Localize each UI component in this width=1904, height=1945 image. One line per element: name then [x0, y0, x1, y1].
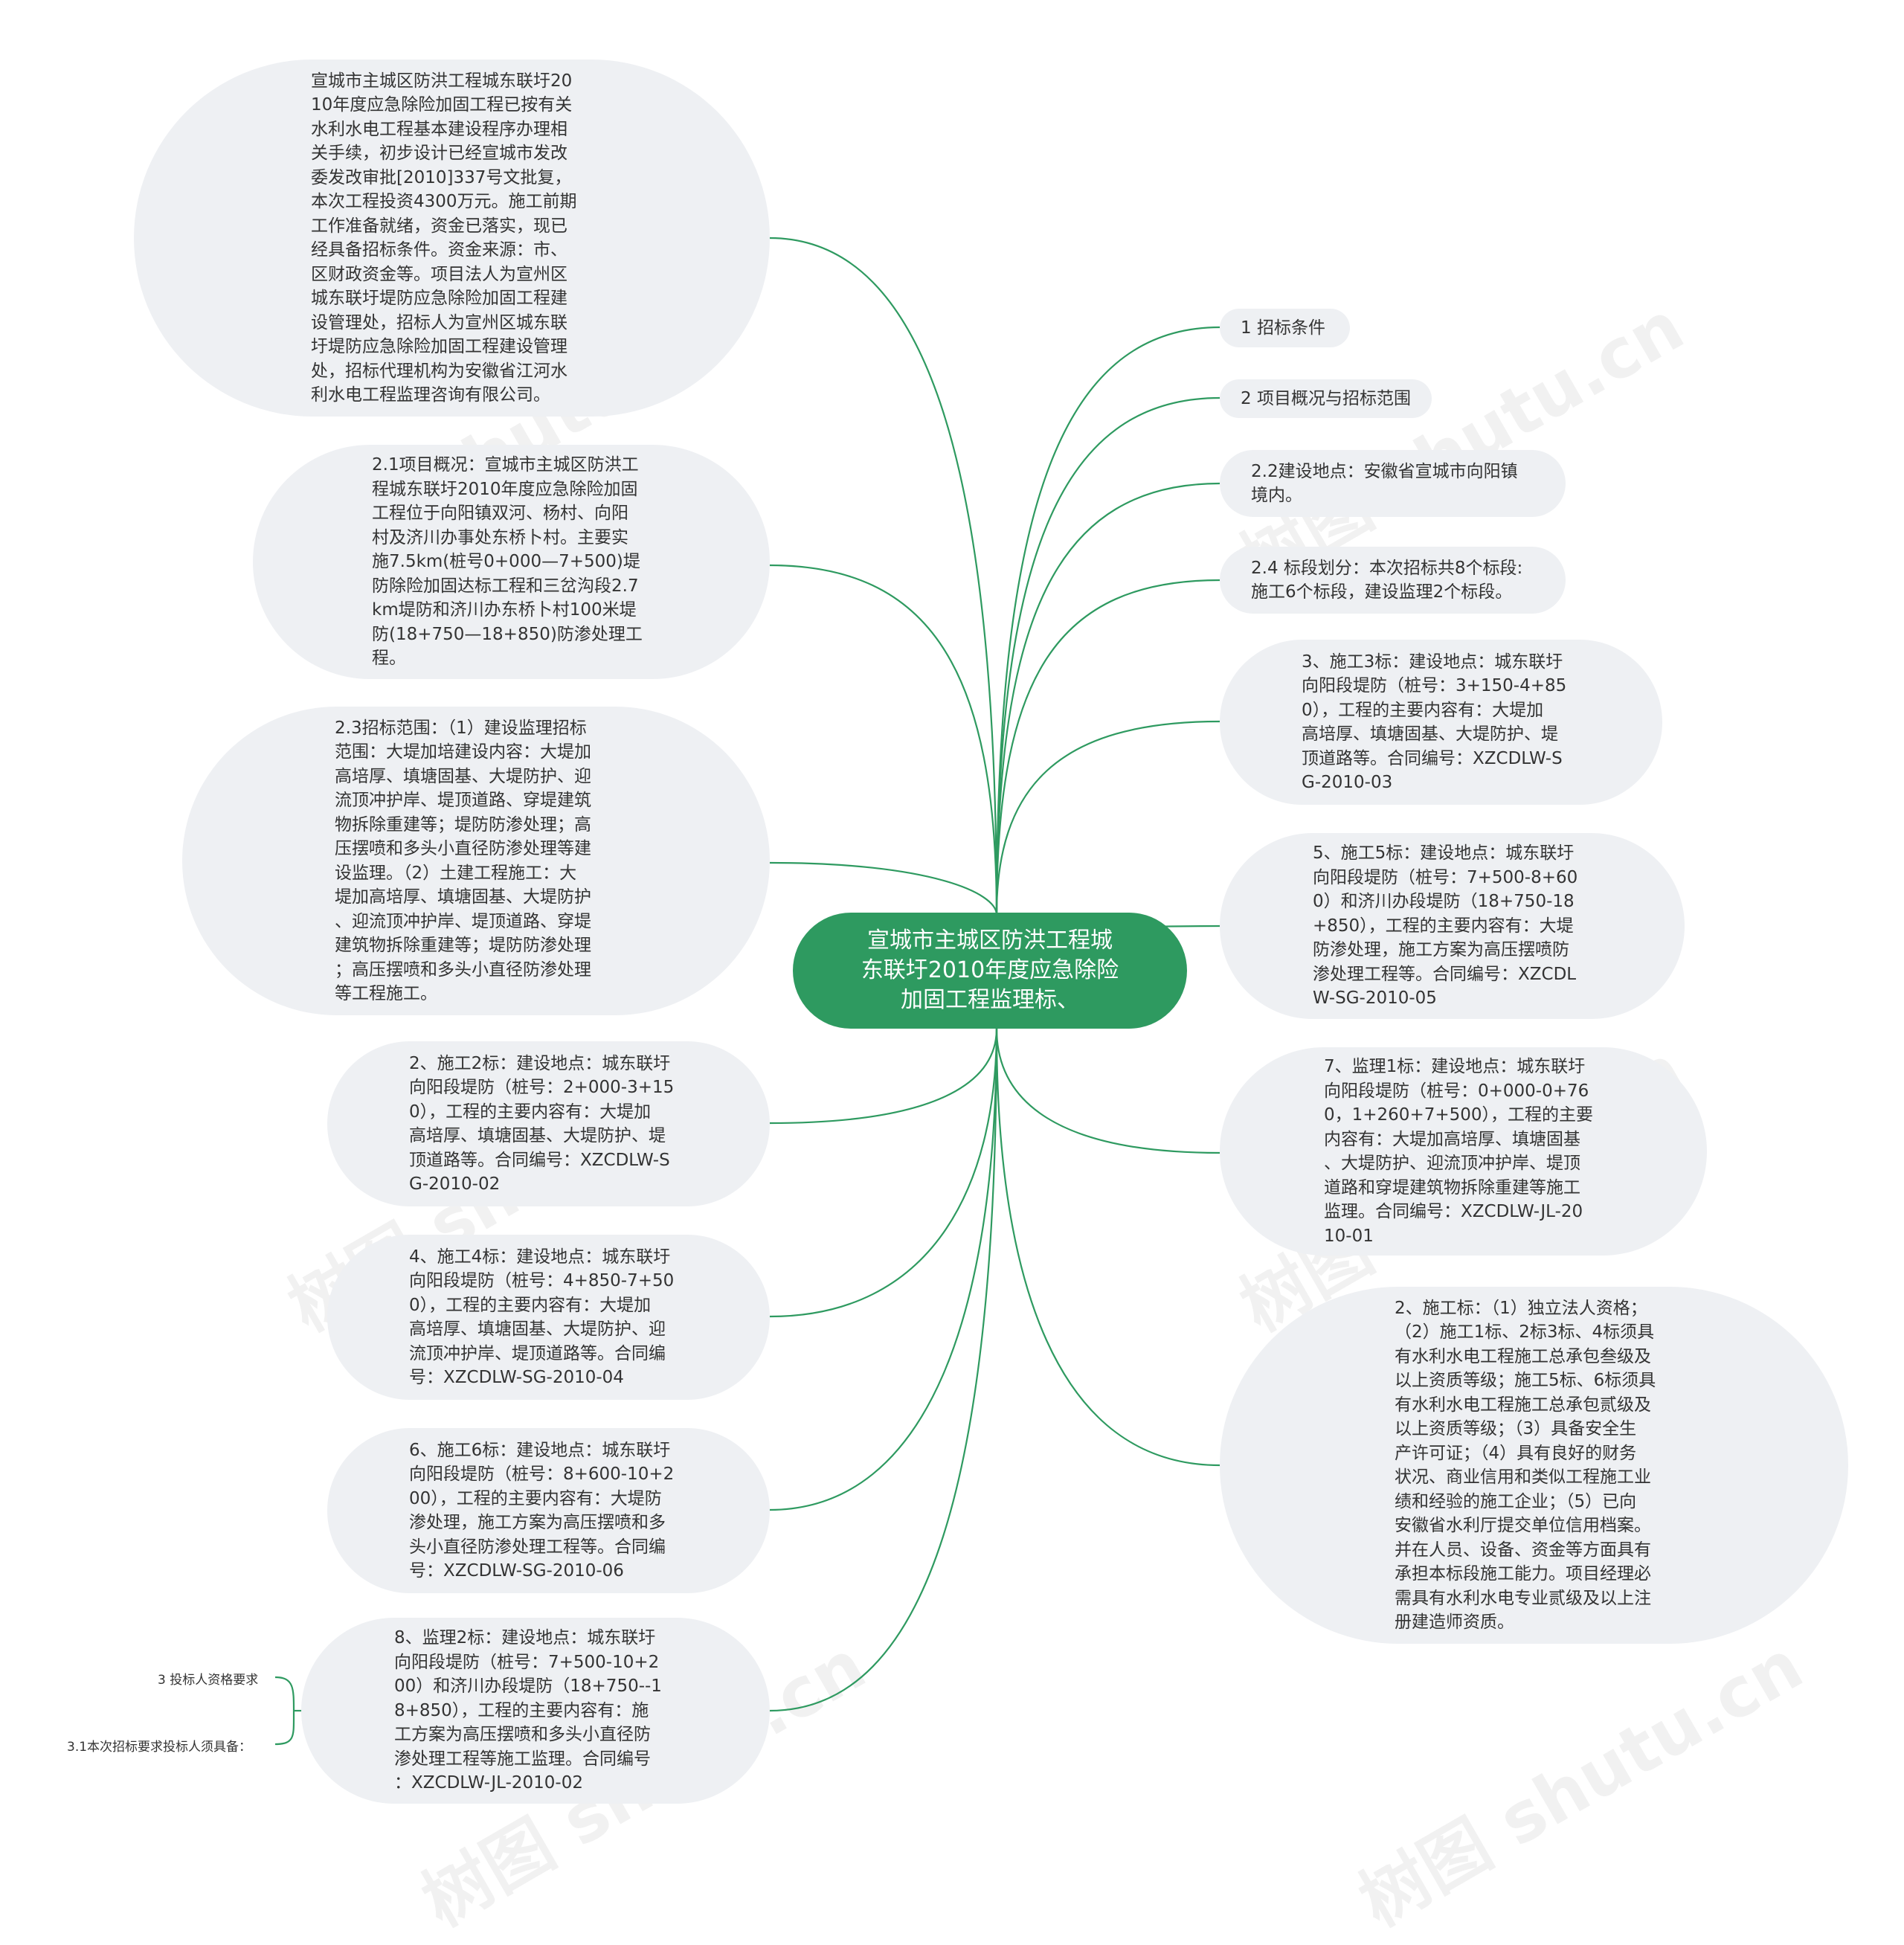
left-node-tender-conditions[interactable]: 宣城市主城区防洪工程城东联圩20 10年度应急除险加固工程已按有关 水利水电工程…: [134, 60, 770, 417]
node-text: 2.4 标段划分：本次招标共8个标段: 施工6个标段，建设监理2个标段。: [1251, 558, 1523, 602]
sub-node-bidder-qualification[interactable]: 3 投标人资格要求: [158, 1673, 259, 1688]
edge-right-5: [995, 720, 1220, 916]
edge-left-5: [769, 1028, 998, 1318]
node-text: 8、监理2标：建设地点：城东联圩 向阳段堤防（桩号：7+500-10+2 00）…: [394, 1628, 662, 1793]
edge-left-1: [769, 237, 998, 916]
mind-map-canvas: 树图 shutu.cn 树图 shutu.cn 树图 shutu.cn 树图 s…: [67, 60, 1848, 1942]
node-text: 6、施工6标：建设地点：城东联圩 向阳段堤防（桩号：8+600-10+2 00）…: [409, 1440, 675, 1581]
sub-node-bidder-requirements[interactable]: 3.1本次招标要求投标人须具备：: [67, 1740, 252, 1755]
root-topic[interactable]: 宣城市主城区防洪工程城 东联圩2010年度应急除险 加固工程监理标、: [793, 913, 1187, 1029]
node-text: 3、施工3标：建设地点：城东联圩 向阳段堤防（桩号：3+150-4+85 0），…: [1302, 652, 1567, 793]
edge-right-8: [995, 1028, 1220, 1467]
left-node-tender-scope[interactable]: 2.3招标范围：（1）建设监理招标 范围：大堤加培建设内容：大堤加 高培厚、填塘…: [182, 707, 770, 1015]
node-text: 2 项目概况与招标范围: [1241, 388, 1411, 408]
right-node-supervision-1[interactable]: 7、监理1标：建设地点：城东联圩 向阳段堤防（桩号：0+000-0+76 0，1…: [1220, 1047, 1707, 1256]
right-node-construction-qualification[interactable]: 2、施工标：（1）独立法人资格； （2）施工1标、2标3标、4标须具 有水利水电…: [1220, 1287, 1848, 1644]
edge-right-2: [995, 396, 1220, 916]
node-text: 2、施工标：（1）独立法人资格； （2）施工1标、2标3标、4标须具 有水利水电…: [1395, 1298, 1656, 1633]
edge-left-4: [769, 1028, 998, 1125]
left-node-section-4[interactable]: 4、施工4标：建设地点：城东联圩 向阳段堤防（桩号：4+850-7+50 0），…: [327, 1235, 770, 1400]
root-topic-label: 宣城市主城区防洪工程城 东联圩2010年度应急除险 加固工程监理标、: [861, 928, 1119, 1013]
right-node-section-5[interactable]: 5、施工5标：建设地点：城东联圩 向阳段堤防（桩号：7+500-8+60 0）和…: [1220, 833, 1685, 1019]
right-node-section-3[interactable]: 3、施工3标：建设地点：城东联圩 向阳段堤防（桩号：3+150-4+85 0），…: [1220, 640, 1662, 805]
node-text: 5、施工5标：建设地点：城东联圩 向阳段堤防（桩号：7+500-8+60 0）和…: [1313, 843, 1578, 1009]
edge-left-6: [769, 1028, 998, 1511]
node-text: 2、施工2标：建设地点：城东联圩 向阳段堤防（桩号：2+000-3+15 0），…: [409, 1053, 675, 1195]
node-text: 4、施工4标：建设地点：城东联圩 向阳段堤防（桩号：4+850-7+50 0），…: [409, 1247, 675, 1388]
edge-sub-bracket: [274, 1676, 295, 1746]
left-node-supervision-2[interactable]: 8、监理2标：建设地点：城东联圩 向阳段堤防（桩号：7+500-10+2 00）…: [301, 1618, 770, 1804]
node-text: 2.1项目概况：宣城市主城区防洪工 程城东联圩2010年度应急除险加固 工程位于…: [372, 455, 643, 669]
left-node-section-2[interactable]: 2、施工2标：建设地点：城东联圩 向阳段堤防（桩号：2+000-3+15 0），…: [327, 1041, 770, 1206]
edge-right-4: [995, 579, 1220, 916]
right-node-project-scope[interactable]: 2 项目概况与招标范围: [1220, 379, 1432, 418]
edge-left-3: [769, 861, 998, 916]
node-text: 2.2建设地点：安徽省宣城市向阳镇 境内。: [1251, 461, 1518, 506]
edge-right-3: [995, 482, 1220, 916]
left-node-project-overview[interactable]: 2.1项目概况：宣城市主城区防洪工 程城东联圩2010年度应急除险加固 工程位于…: [253, 445, 770, 679]
left-node-section-6[interactable]: 6、施工6标：建设地点：城东联圩 向阳段堤防（桩号：8+600-10+2 00）…: [327, 1428, 770, 1593]
edge-left-7: [769, 1028, 998, 1712]
node-text: 7、监理1标：建设地点：城东联圩 向阳段堤防（桩号：0+000-0+76 0，1…: [1324, 1057, 1594, 1246]
right-node-tender-conditions[interactable]: 1 招标条件: [1220, 309, 1350, 347]
node-text: 2.3招标范围：（1）建设监理招标 范围：大堤加培建设内容：大堤加 高培厚、填塘…: [335, 718, 591, 1004]
right-node-sections[interactable]: 2.4 标段划分：本次招标共8个标段: 施工6个标段，建设监理2个标段。: [1220, 547, 1566, 614]
node-text: 宣城市主城区防洪工程城东联圩20 10年度应急除险加固工程已按有关 水利水电工程…: [311, 71, 577, 405]
edge-right-7: [995, 1028, 1220, 1154]
edge-left-2: [769, 564, 998, 916]
node-text: 1 招标条件: [1241, 318, 1325, 338]
edge-right-1: [995, 326, 1220, 916]
right-node-location[interactable]: 2.2建设地点：安徽省宣城市向阳镇 境内。: [1220, 450, 1566, 517]
